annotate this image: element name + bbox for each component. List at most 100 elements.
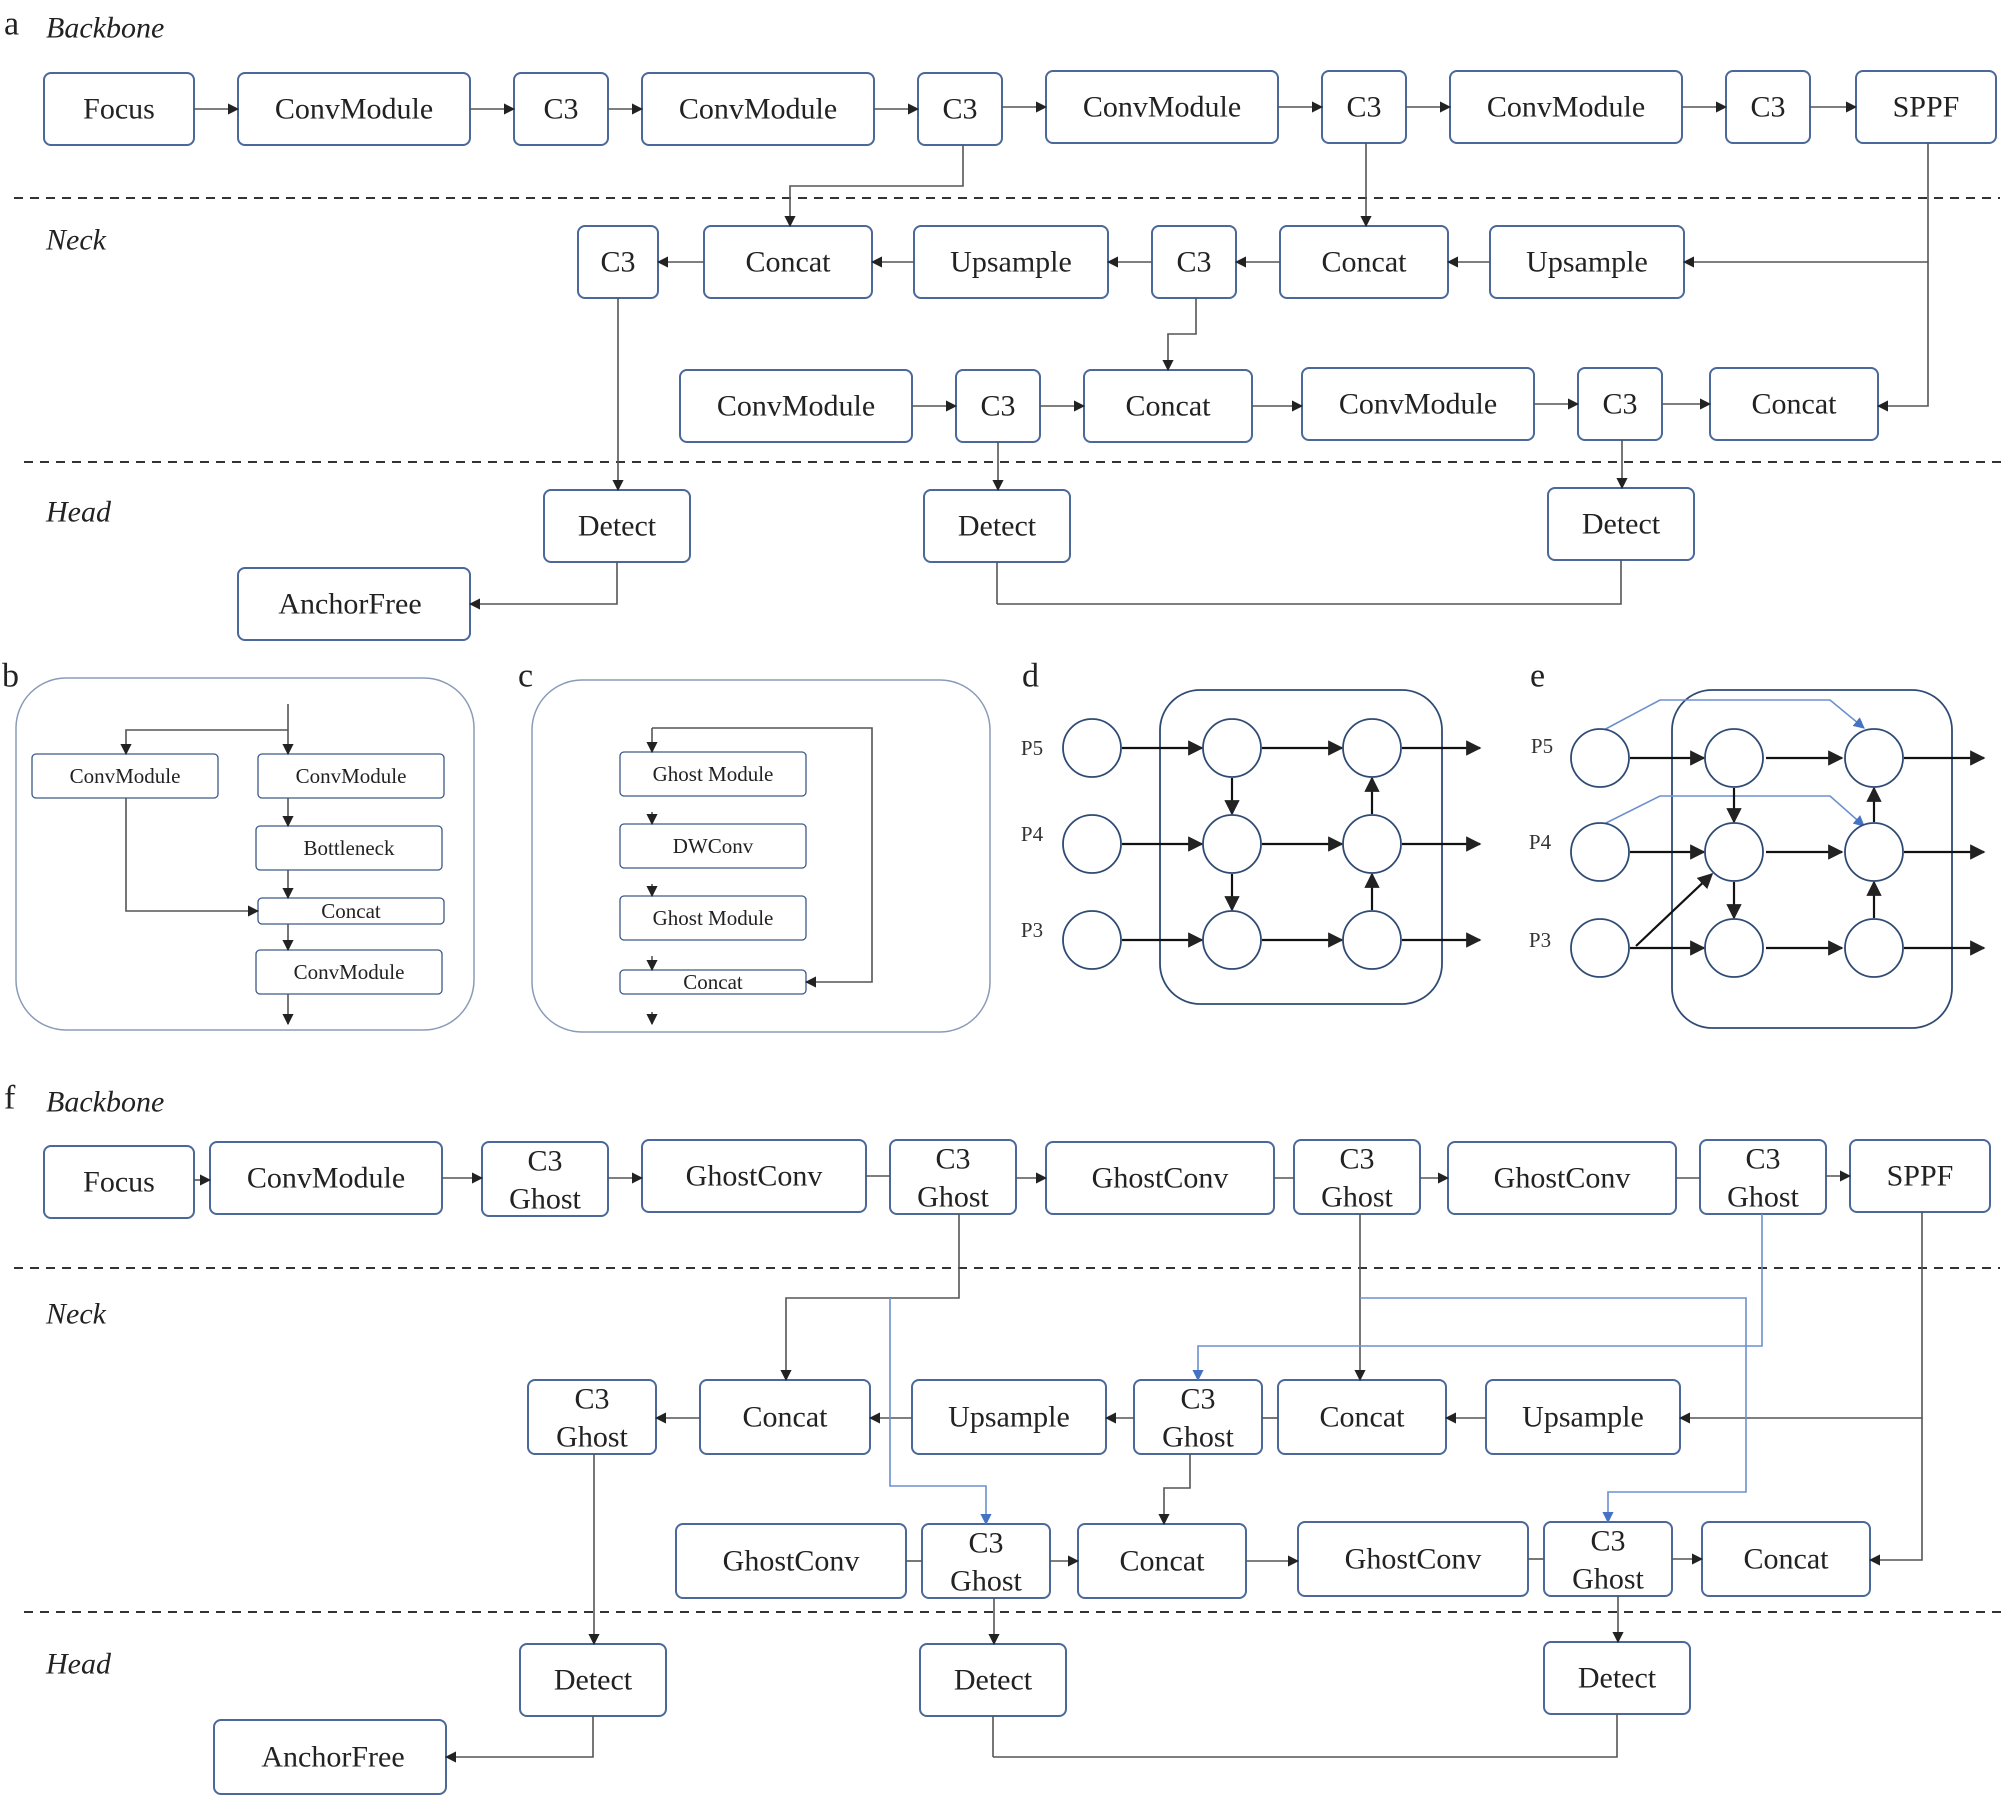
node-d-in-p4 (1062, 814, 1122, 874)
section-backbone-f: Backbone (46, 1086, 164, 1119)
node-d-mid-p4 (1202, 814, 1262, 874)
node-a-neck-convmodule-1: ConvModule (679, 369, 913, 443)
svg-text:C3: C3 (980, 390, 1015, 423)
svg-text:Upsample: Upsample (948, 1401, 1070, 1434)
node-a-convmodule-2: ConvModule (641, 72, 875, 146)
node-a-c3-4: C3 (1725, 70, 1811, 144)
node-a-neck-upsample-2: Upsample (1489, 225, 1685, 299)
frame-b (15, 677, 475, 1031)
cell-e (1671, 689, 1953, 1029)
node-a-detect-2: Detect (923, 489, 1071, 563)
node-c-ghost-module-1: Ghost Module (619, 751, 807, 797)
section-neck-a: Neck (45, 224, 107, 257)
node-e-out-p5 (1844, 728, 1904, 788)
svg-text:Concat: Concat (1744, 1543, 1830, 1576)
svg-text:C3: C3 (1590, 1525, 1625, 1558)
svg-text:ConvModule: ConvModule (247, 1162, 405, 1195)
node-d-out-p3 (1342, 910, 1402, 970)
svg-text:ConvModule: ConvModule (1083, 91, 1241, 124)
node-a-neck-concat-1: Concat (703, 225, 873, 299)
svg-text:GhostConv: GhostConv (686, 1160, 823, 1193)
node-e-out-p4 (1844, 822, 1904, 882)
svg-text:C3: C3 (1745, 1143, 1780, 1176)
svg-text:Detect: Detect (1578, 1662, 1657, 1695)
svg-text:C3: C3 (1176, 246, 1211, 279)
node-e-in-p4 (1570, 822, 1630, 882)
node-e-mid-p5 (1704, 728, 1764, 788)
section-head-a: Head (45, 496, 112, 529)
panel-label-b: b (2, 658, 19, 695)
svg-text:SPPF: SPPF (1893, 91, 1960, 124)
svg-text:Focus: Focus (83, 1166, 155, 1199)
panel-label-c: c (518, 658, 533, 695)
edges-a-backbone (194, 101, 1858, 115)
node-c-dwconv: DWConv (619, 823, 807, 869)
node-a-neck-c3-2b: C3 (1577, 367, 1663, 441)
node-e-in-p3 (1570, 918, 1630, 978)
node-d-in-p5 (1062, 718, 1122, 778)
svg-text:Ghost Module: Ghost Module (653, 906, 774, 930)
svg-text:Concat: Concat (746, 246, 832, 279)
svg-text:Concat: Concat (1320, 1401, 1406, 1434)
node-a-convmodule-3: ConvModule (1045, 70, 1279, 144)
node-f-neck-concat-1: Concat (699, 1379, 871, 1455)
node-d-out-p4 (1342, 814, 1402, 874)
svg-text:Ghost Module: Ghost Module (653, 762, 774, 786)
svg-text:C3: C3 (574, 1383, 609, 1416)
node-f-ghostconv-1: GhostConv (641, 1139, 867, 1213)
node-a-neck-c3-left: C3 (577, 225, 659, 299)
svg-text:ConvModule: ConvModule (1487, 91, 1645, 124)
node-a-neck-upsample-1: Upsample (913, 225, 1109, 299)
svg-text:Ghost: Ghost (950, 1565, 1022, 1598)
node-b-convmodule-right: ConvModule (257, 753, 445, 799)
svg-text:Detect: Detect (954, 1664, 1033, 1697)
svg-text:Upsample: Upsample (1522, 1401, 1644, 1434)
node-f-ghostconv-3: GhostConv (1447, 1141, 1677, 1215)
node-a-c3-2: C3 (917, 72, 1003, 146)
panel-label-e: e (1530, 658, 1545, 695)
node-b-convmodule-left: ConvModule (31, 753, 219, 799)
svg-text:Concat: Concat (1120, 1545, 1206, 1578)
node-f-neck-concat-4: Concat (1701, 1521, 1871, 1597)
node-f-focus: Focus (43, 1145, 195, 1219)
svg-text:Detect: Detect (1582, 508, 1661, 541)
panel-label-f: f (4, 1080, 16, 1117)
edges-c (646, 727, 873, 1026)
svg-text:Upsample: Upsample (950, 246, 1072, 279)
svg-text:C3: C3 (1339, 1143, 1374, 1176)
node-a-detect-3: Detect (1547, 487, 1695, 561)
svg-text:SPPF: SPPF (1887, 1160, 1954, 1193)
svg-text:C3: C3 (1750, 91, 1785, 124)
node-f-neck-concat-3: Concat (1077, 1523, 1247, 1599)
svg-text:C3: C3 (1346, 91, 1381, 124)
svg-text:AnchorFree: AnchorFree (278, 588, 421, 621)
svg-text:ConvModule: ConvModule (717, 390, 875, 423)
node-f-anchorfree: AnchorFree (213, 1719, 447, 1795)
svg-text:Concat: Concat (1752, 388, 1838, 421)
node-f-neck-upsample-2: Upsample (1485, 1379, 1681, 1455)
frame-c (531, 679, 991, 1033)
panel-label-d: d (1022, 658, 1039, 695)
svg-text:C3: C3 (543, 93, 578, 126)
node-a-neck-convmodule-2: ConvModule (1301, 367, 1535, 441)
svg-text:Bottleneck: Bottleneck (304, 836, 395, 860)
node-a-anchorfree: AnchorFree (237, 567, 471, 641)
node-d-mid-p5 (1202, 718, 1262, 778)
node-d-out-p5 (1342, 718, 1402, 778)
node-a-neck-c3-2a: C3 (955, 369, 1041, 443)
node-b-bottleneck: Bottleneck (255, 825, 443, 871)
cell-d (1159, 689, 1443, 1005)
section-head-f: Head (45, 1648, 112, 1681)
svg-text:GhostConv: GhostConv (723, 1545, 860, 1578)
node-b-concat: Concat (257, 897, 445, 925)
node-c-concat: Concat (619, 969, 807, 995)
label-e-p4: P4 (1529, 830, 1552, 854)
node-a-convmodule-4: ConvModule (1449, 70, 1683, 144)
edges-a-neck-head (468, 143, 1929, 610)
